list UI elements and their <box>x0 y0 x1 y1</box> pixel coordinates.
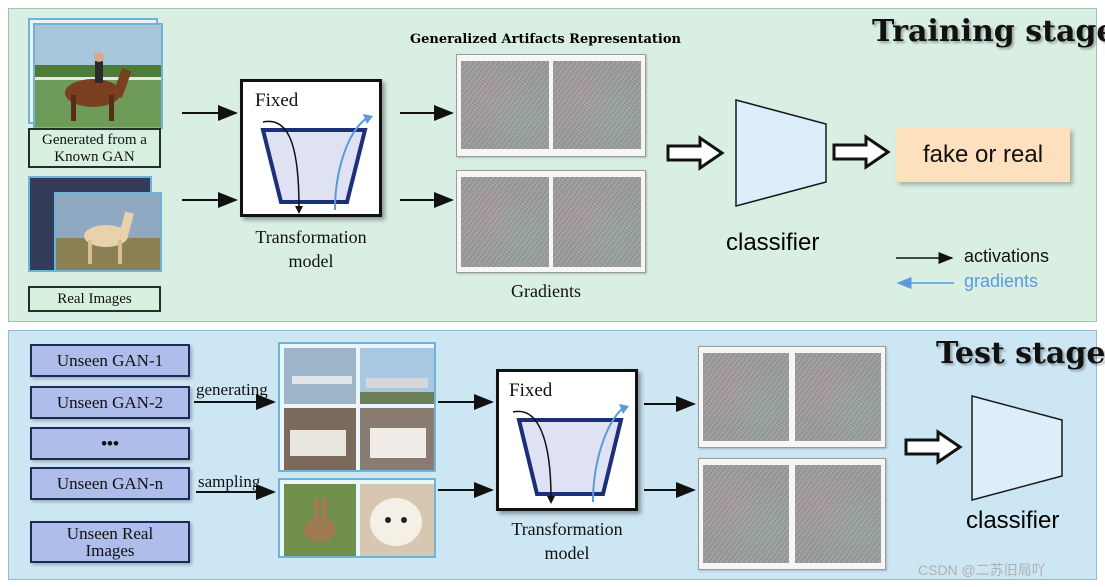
unseen-gan-item: ••• <box>30 427 190 460</box>
gradient-map <box>703 465 789 563</box>
big-arrow-icon <box>832 134 891 170</box>
test-gradient-pair-bottom <box>698 458 886 570</box>
real-samples-grid <box>278 478 436 558</box>
gradient-pair-top <box>456 54 646 157</box>
legend-gradients: gradients <box>964 271 1039 291</box>
classifier-trapezoid-icon <box>735 99 827 207</box>
gradient-map <box>795 465 881 563</box>
unseen-gan-item: Unseen GAN-2 <box>30 386 190 419</box>
trapezoid-icon <box>260 114 373 214</box>
real-images-label: Real Images <box>28 286 161 312</box>
fixed-label: Fixed <box>509 380 553 401</box>
unseen-real-images-box: Unseen Real Images <box>30 521 190 563</box>
classifier-label-test: classifier <box>966 507 1060 534</box>
test-stage-title: Test stage <box>936 336 1105 371</box>
gradient-map <box>795 353 881 441</box>
caption-line1: Transformation <box>511 519 623 539</box>
training-arrows <box>182 99 954 289</box>
classifier-trapezoid-icon <box>971 395 1063 501</box>
caption-line2: model <box>288 251 334 271</box>
gradient-map <box>461 177 549 267</box>
gradient-pair-bottom <box>456 170 646 273</box>
artifacts-title: Generalized Artifacts Representation <box>410 32 681 47</box>
transformation-model-caption-test: Transformation model <box>492 517 642 565</box>
fixed-label: Fixed <box>255 90 299 111</box>
classifier-label: classifier <box>726 229 820 256</box>
legend-activations: activations <box>964 246 1050 266</box>
caption-line2: model <box>544 543 590 563</box>
gradient-map <box>553 177 641 267</box>
sampling-label: sampling <box>198 472 261 491</box>
big-arrow-icon <box>666 135 725 171</box>
real-image-stack <box>28 176 164 288</box>
test-arrows <box>194 394 1063 501</box>
training-stage-title: Training stage <box>872 14 1105 49</box>
unseen-gan-item: Unseen GAN-1 <box>30 344 190 377</box>
gradient-map <box>553 61 641 149</box>
output-fake-or-real: fake or real <box>896 128 1070 182</box>
transformation-model-box-test: Fixed <box>496 369 638 511</box>
watermark: CSDN @二苏旧局吖 <box>918 562 1046 578</box>
generated-samples-images <box>284 348 434 470</box>
horse-rider-image <box>35 25 161 127</box>
real-samples-images <box>284 484 434 556</box>
big-arrow-icon <box>904 429 963 465</box>
generated-samples-grid <box>278 342 436 472</box>
caption-line1: Transformation <box>255 227 367 247</box>
test-gradient-pair-top <box>698 346 886 448</box>
transformation-model-box: Fixed <box>240 79 382 217</box>
generated-image-stack <box>28 18 164 130</box>
pony-image <box>56 194 160 270</box>
unseen-gan-item: Unseen GAN-n <box>30 467 190 500</box>
gradients-caption: Gradients <box>511 281 581 301</box>
generated-label: Generated from a Known GAN <box>28 128 161 168</box>
transformation-model-caption: Transformation model <box>236 225 386 273</box>
generating-label: generating <box>196 380 268 399</box>
gradient-map <box>461 61 549 149</box>
gradient-map <box>703 353 789 441</box>
trapezoid-icon <box>512 404 629 504</box>
